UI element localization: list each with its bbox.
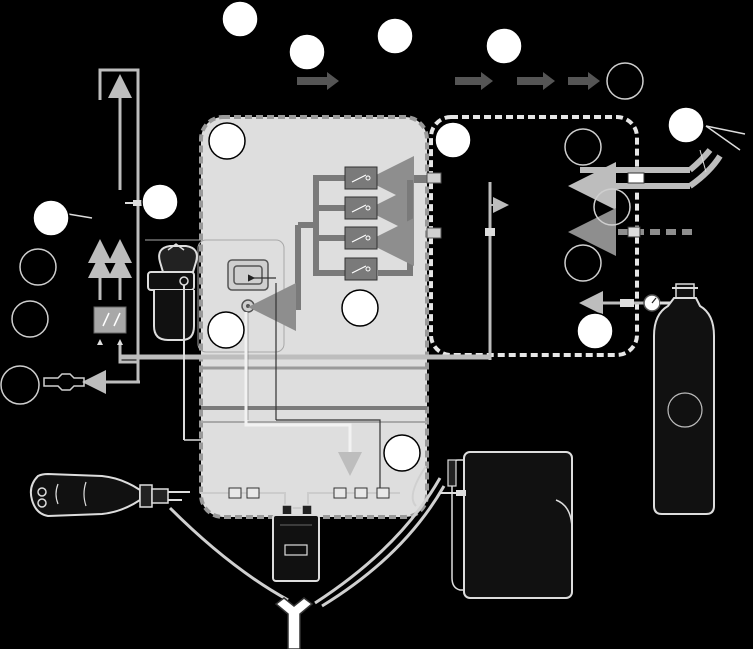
callout-c18 (207, 311, 245, 349)
callout-c8 (434, 121, 472, 159)
callout-circle (221, 0, 259, 38)
callout-circle (485, 27, 523, 65)
solenoid-valve-icon (344, 166, 378, 281)
callout-c5 (606, 62, 644, 100)
callout-c14 (32, 199, 70, 237)
exhaust-valve-icon (93, 306, 127, 345)
breathing-circuit-tubes (168, 465, 446, 608)
water-trap-icon (147, 243, 198, 440)
callout-circle (0, 365, 40, 405)
callout-c17 (0, 365, 40, 405)
callout-c2 (288, 33, 326, 71)
callout-c16 (11, 300, 49, 338)
callout-layer (0, 0, 705, 472)
callout-circle (207, 311, 245, 349)
callout-circle (564, 128, 602, 166)
callout-c12 (576, 312, 614, 350)
pointer-lines (67, 125, 746, 219)
callout-circle (376, 17, 414, 55)
callout-circle (434, 121, 472, 159)
callout-c4 (485, 27, 523, 65)
bottom-fittings (200, 487, 400, 509)
sample-lines (184, 274, 381, 488)
flow-arrow-icon (568, 72, 600, 90)
callout-circle (564, 244, 602, 282)
callout-circle (288, 33, 326, 71)
callout-c3 (376, 17, 414, 55)
callout-circle (341, 289, 379, 327)
callout-circle (667, 106, 705, 144)
gas-inlets (568, 148, 723, 315)
callout-c6 (667, 106, 705, 144)
callout-circle (19, 248, 57, 286)
y-connector-icon (274, 597, 314, 649)
power-unit-icon (440, 451, 573, 599)
callout-c15 (19, 248, 57, 286)
callout-circle (593, 188, 631, 226)
flow-arrow-icon (455, 72, 493, 90)
callout-c13 (141, 183, 179, 221)
callout-c19 (341, 289, 379, 327)
callout-c7 (208, 122, 246, 160)
callout-circle (576, 312, 614, 350)
fitting-icon (125, 200, 143, 206)
callout-circle (383, 434, 421, 472)
breathing-bag-icon (29, 472, 190, 518)
gas-cylinder-icon (653, 283, 715, 515)
exhaust-pipes (82, 68, 140, 394)
callout-circle (606, 62, 644, 100)
callout-c10 (593, 188, 631, 226)
flow-arrow-icon (297, 72, 339, 90)
callout-circle (141, 183, 179, 221)
callout-c20 (383, 434, 421, 472)
monitor-unit-icon (272, 504, 320, 582)
callout-c1 (221, 0, 259, 38)
gas-module-lines (485, 182, 509, 360)
callout-circle (208, 122, 246, 160)
top-flow-arrows (297, 72, 600, 90)
callout-circle (32, 199, 70, 237)
exhaust-outlet-icon (43, 373, 85, 391)
gas-module-border (429, 115, 639, 357)
callout-c9 (564, 128, 602, 166)
callout-c11 (564, 244, 602, 282)
flow-arrow-icon (517, 72, 555, 90)
callout-circle (11, 300, 49, 338)
